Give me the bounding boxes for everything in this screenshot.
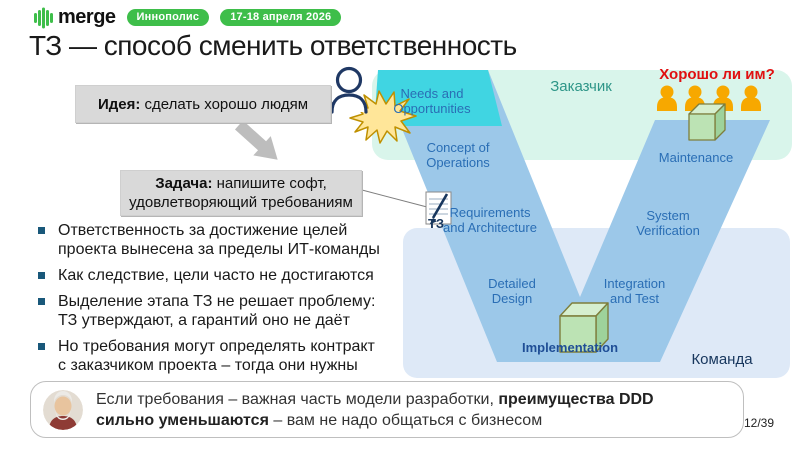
list-item: Но требования могут определять контракт … [30,337,382,375]
idea-callout: Идея: сделать хорошо людям [75,85,331,123]
team-zone-label: Команда [691,351,753,368]
stage-integration: Integration and Test [603,276,666,306]
logo: merge [34,6,116,29]
bullet-square-icon [38,227,45,234]
arrow-down-right-icon [234,120,278,160]
bullet-list: Ответственность за достижение целей прое… [30,221,382,382]
needs-band [374,70,502,126]
implementation-cube-icon [559,302,609,353]
stage-detailed: Detailed Design [488,276,536,306]
person-outline-icon [330,66,368,114]
tz-icon-label: ТЗ [427,216,445,231]
merge-logo-icon [34,7,53,28]
quote-bold: преимущества DDD сильно уменьшаются [96,390,654,429]
people-icons [657,85,761,111]
person-icon [657,85,677,111]
stage-concept: Concept of Operations [426,140,490,170]
avatar [43,389,83,430]
task-connector-line [361,189,428,208]
quote-text: Если требования – важная часть модели ра… [96,390,654,429]
stage-needs: Needs and Opportunities [393,86,471,116]
list-item: Выделение этапа ТЗ не решает проблему: Т… [30,292,382,330]
header: merge Иннополис 17-18 апреля 2026 [34,6,342,29]
pencil-icon [431,193,449,219]
task-callout: Задача: напишите софт, удовлетворяющий т… [120,170,362,216]
idea-text: сделать хорошо людям [140,95,309,113]
stage-implementation: Implementation [521,340,619,355]
person-icon [741,85,761,111]
list-item: Ответственность за достижение целей прое… [30,221,382,259]
tz-document-icon [425,191,452,225]
bullet-square-icon [38,343,45,350]
product-cube-icon [688,103,726,141]
quote-box: Если требования – важная часть модели ра… [30,381,744,438]
badge-location: Иннополис [126,9,210,26]
badge-date: 17-18 апреля 2026 [220,9,342,26]
question-label: Хорошо ли им? [659,66,775,83]
logo-text: merge [58,6,116,28]
list-item: Как следствие, цели часто не достигаются [30,266,382,285]
stage-verification: System Verification [636,208,700,238]
page-number: 12/39 [744,416,775,430]
task-text: напишите софт, удовлетворяющий требовани… [129,175,353,211]
bullet-square-icon [38,298,45,305]
customer-zone-label: Заказчик [550,78,612,95]
v-band [378,70,770,362]
stage-maintenance: Maintenance [658,150,734,165]
idea-label: Идея: [97,95,141,113]
stage-requirements: Requirements and Architecture [443,205,537,235]
bullet-square-icon [38,272,45,279]
task-label: Задача: [155,175,213,192]
starburst-icon [349,90,417,144]
page-title: ТЗ — способ сменить ответственность [29,30,517,61]
